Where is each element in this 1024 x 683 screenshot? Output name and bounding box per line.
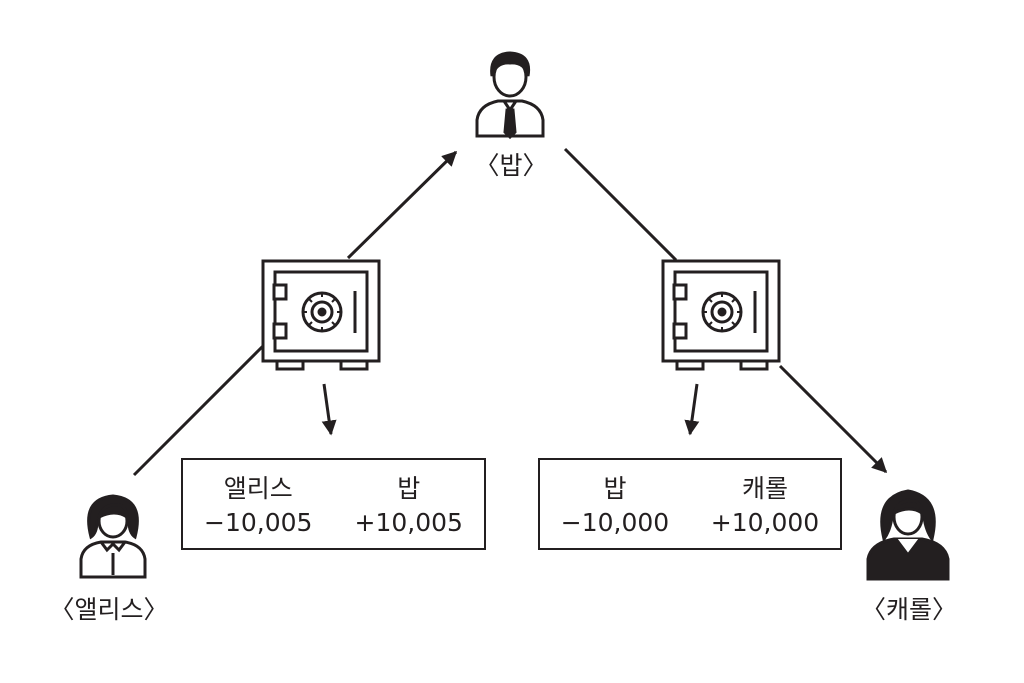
left-safe-to-ledger-arrow [321, 383, 337, 436]
ledger-box-alice-bob: 앨리스 −10,005 밥 +10,005 [181, 458, 486, 550]
ledger-entry: 캐롤 +10,000 [690, 472, 840, 540]
woman-icon [79, 494, 147, 579]
ledger-entry: 밥 +10,005 [334, 472, 485, 540]
ledger-box-bob-carol: 밥 −10,000 캐롤 +10,000 [538, 458, 842, 550]
ledger-entry: 밥 −10,000 [540, 472, 690, 540]
ledger-name: 밥 [397, 474, 421, 503]
ledger-name: 캐롤 [741, 474, 788, 503]
safe-icon [261, 259, 381, 371]
ledger-amount: −10,000 [560, 508, 670, 537]
right-safe-to-ledger-arrow [684, 383, 700, 436]
ledger-entry: 앨리스 −10,005 [183, 472, 334, 540]
bob-label: 〈밥〉 [474, 151, 548, 180]
ledger-name: 밥 [603, 474, 627, 503]
alice-to-safe-line [132, 341, 268, 477]
woman-dark-icon [866, 489, 950, 581]
safe-to-carol-arrow [778, 364, 888, 474]
safe-icon [661, 259, 781, 371]
alice-label: 〈앨리스〉 [49, 595, 169, 624]
carol-label: 〈캐롤〉 [860, 595, 958, 624]
ledger-name: 앨리스 [223, 474, 293, 503]
ledger-amount: +10,005 [354, 508, 463, 537]
businessman-icon [475, 51, 545, 140]
ledger-amount: +10,000 [710, 508, 820, 537]
bob-to-safe-line [563, 147, 678, 262]
ledger-amount: −10,005 [204, 508, 313, 537]
safe-to-bob-arrow [346, 150, 458, 260]
